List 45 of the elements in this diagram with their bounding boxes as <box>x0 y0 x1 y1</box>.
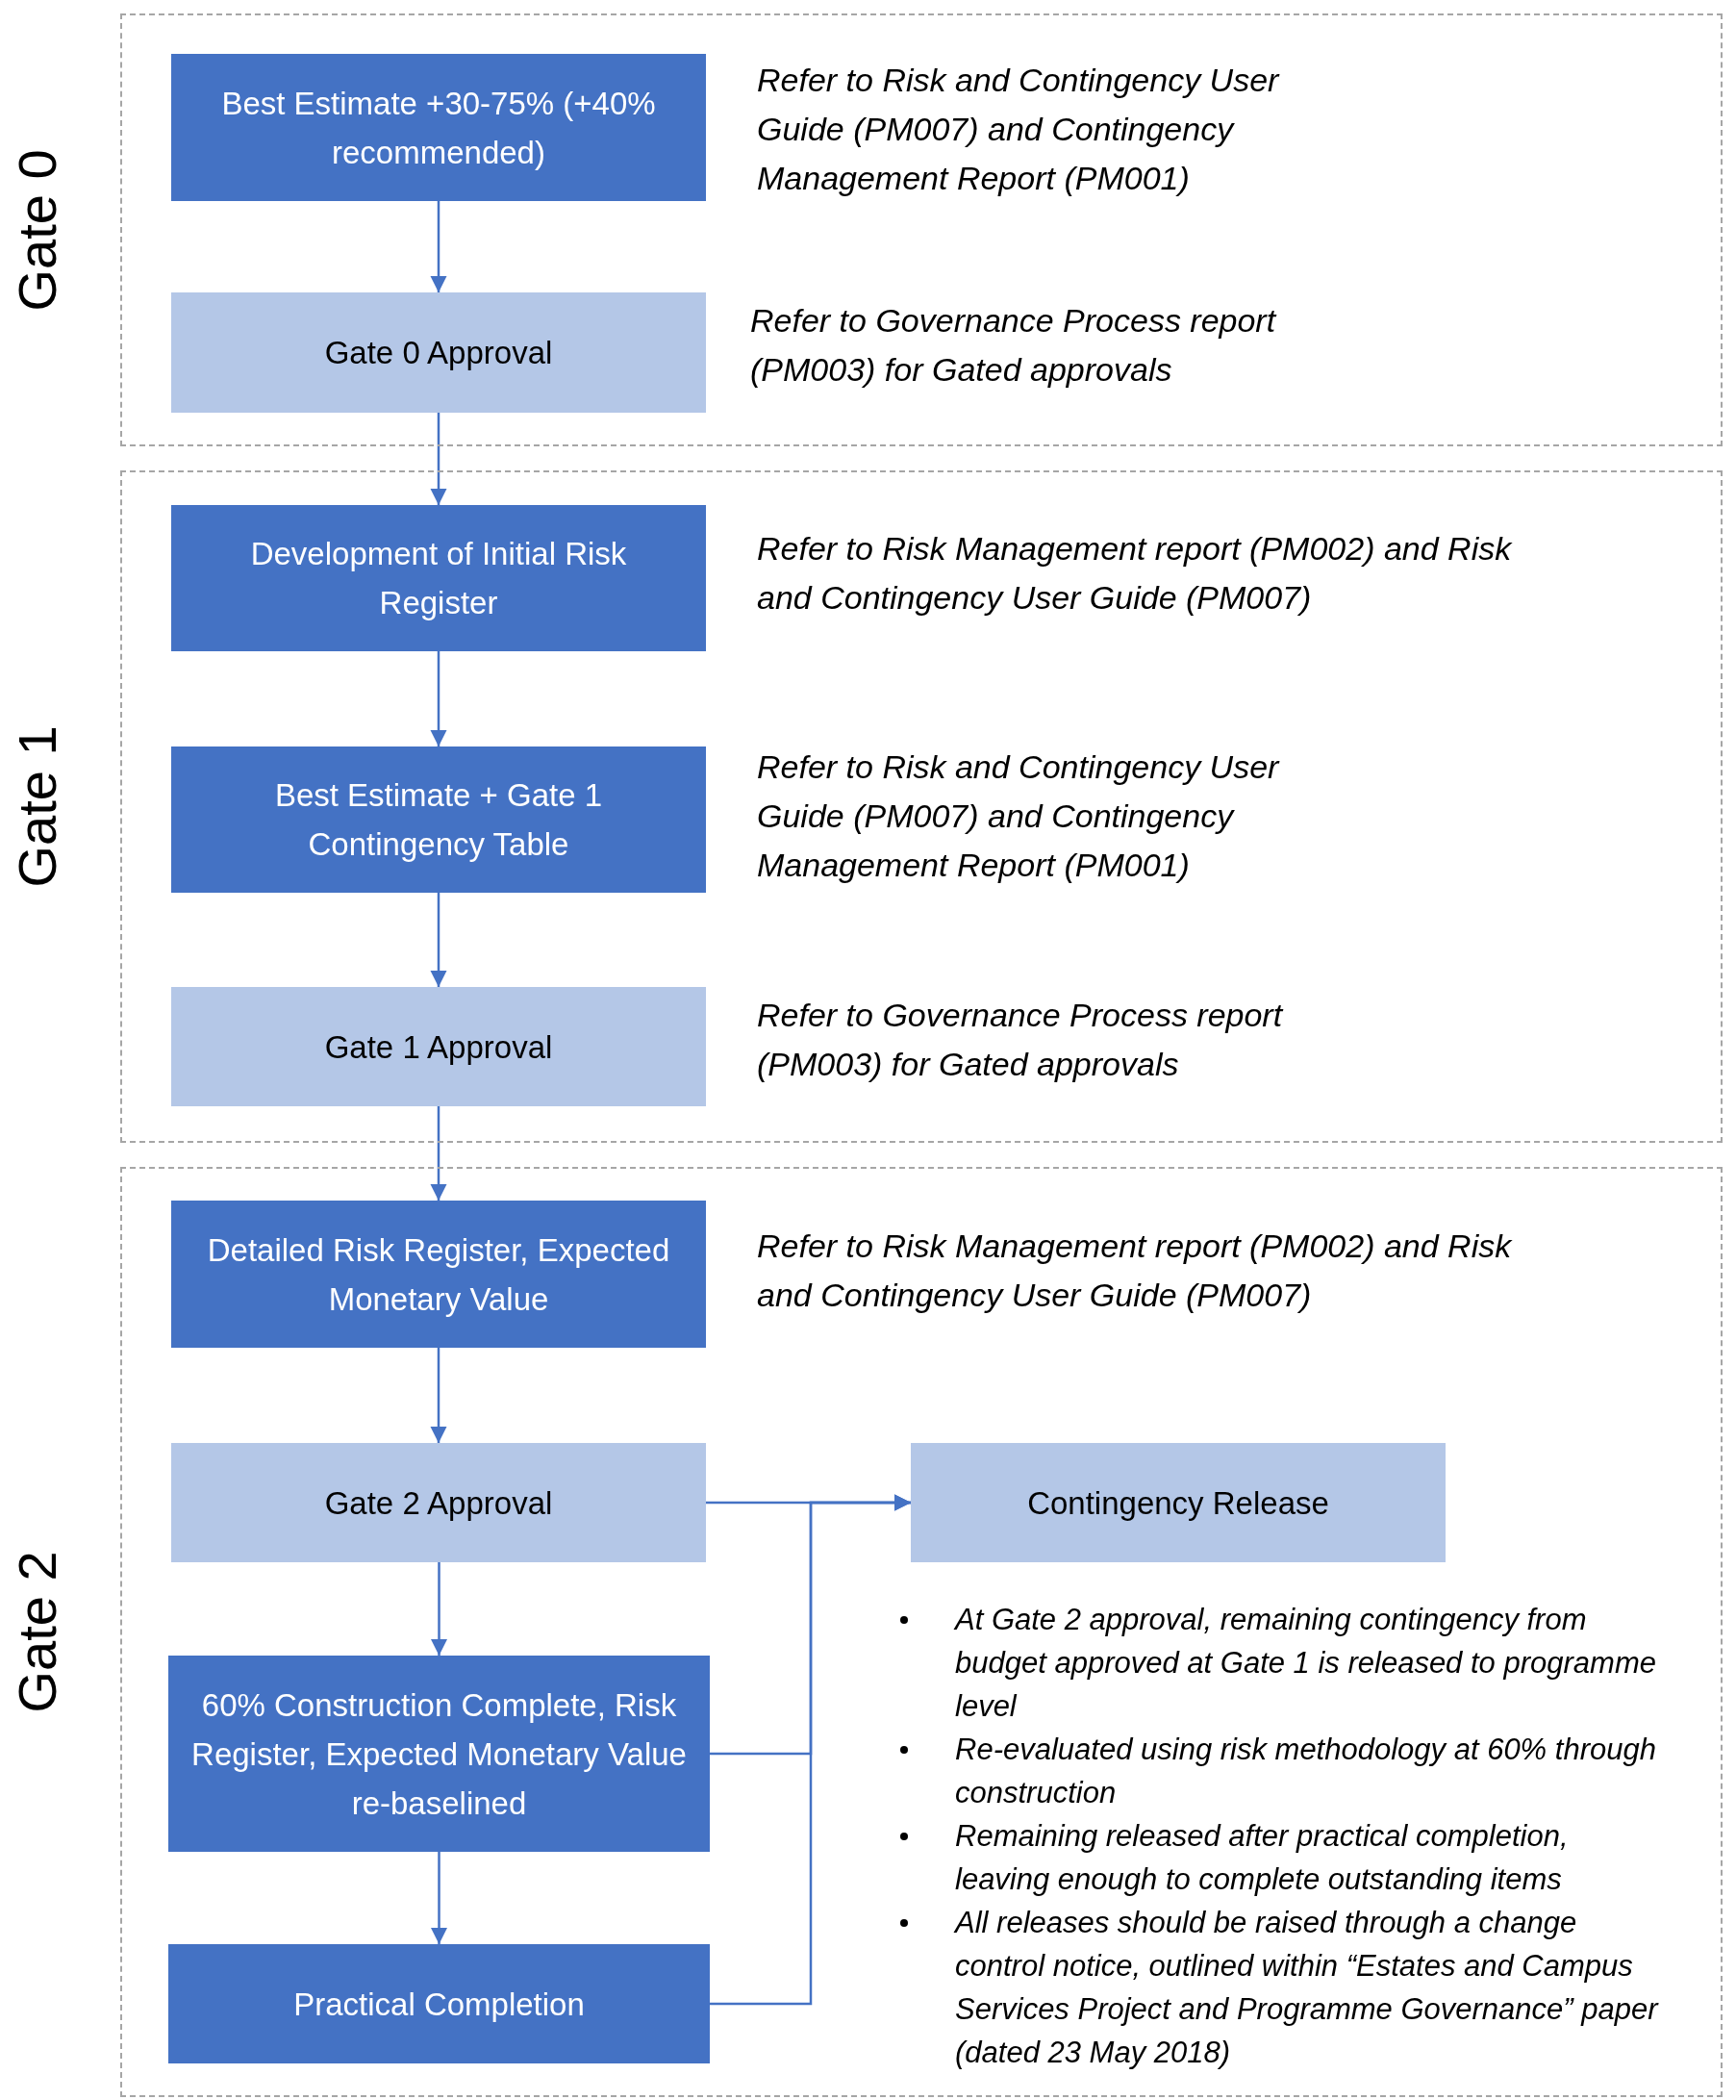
process-box <box>171 505 706 651</box>
note-text: Re-evaluated using risk methodology at 60% through construction <box>955 1732 1657 1811</box>
box-label: Gate 2 Approval <box>324 1483 553 1523</box>
gate-panel <box>120 13 1723 446</box>
reference-note: Refer to Governance Process report (PM003) for Gated approvals <box>750 301 1278 390</box>
process-box <box>171 746 706 893</box>
gate-panel <box>120 1167 1723 2097</box>
gate-panel <box>120 470 1723 1143</box>
reference-note: Refer to Risk and Contingency User Guide (PM007) and Contingency Management Report (PM001) <box>757 747 1281 885</box>
process-box <box>168 1656 710 1852</box>
approval-box <box>911 1443 1446 1562</box>
box-label: Best Estimate + Gate 1 Contingency Table <box>273 776 604 864</box>
note-text: All releases should be raised through a change control notice, outlined within “Estates and Campus Services Project and Programme Governance” paper (dated 23 May 2018) <box>955 1905 1660 2071</box>
gate-label: Gate 1 <box>5 725 68 888</box>
arrow <box>430 413 447 505</box>
box-label: Gate 0 Approval <box>324 334 553 372</box>
box-label: 60% Construction Complete, Risk Register, Expected Monetary Value re-baselined <box>190 1685 688 1823</box>
reference-note: Refer to Risk Management report (PM002) and Risk and Contingency User Guide (PM007) <box>757 1227 1514 1315</box>
reference-note: Refer to Governance Process report (PM003) for Gated approvals <box>757 996 1285 1084</box>
arrow <box>430 893 447 987</box>
box-label: Gate 1 Approval <box>324 1027 553 1067</box>
approval-box <box>171 987 706 1106</box>
arrow <box>430 1106 447 1201</box>
process-box <box>171 1201 706 1348</box>
approval-box <box>171 292 706 413</box>
box-label: Contingency Release <box>1027 1483 1329 1523</box>
approval-box <box>171 1443 706 1562</box>
process-box <box>171 54 706 201</box>
box-label: Detailed Risk Register, Expected Monetary Value <box>206 1230 671 1319</box>
arrow <box>430 201 447 292</box>
gate-label: Gate 2 <box>5 1551 68 1713</box>
box-label: Development of Initial Risk Register <box>249 535 628 622</box>
note-text: Remaining released after practical completion, leaving enough to complete outstanding items <box>955 1818 1570 1898</box>
reference-note: Refer to Risk Management report (PM002) and Risk and Contingency User Guide (PM007) <box>757 529 1514 618</box>
arrow <box>430 1562 448 1656</box>
arrow <box>430 651 447 746</box>
box-label: Best Estimate +30-75% (+40% recommended) <box>220 84 657 172</box>
note-text: At Gate 2 approval, remaining contingency from budget approved at Gate 1 is released to programme level <box>955 1602 1657 1725</box>
arrow <box>430 1348 447 1443</box>
arrow <box>710 1494 911 2006</box>
arrow <box>430 1852 448 1944</box>
gate-label: Gate 0 <box>5 148 68 312</box>
process-box <box>168 1944 710 2063</box>
reference-note: Refer to Risk and Contingency User Guide (PM007) and Contingency Management Report (PM001) <box>757 61 1281 198</box>
box-label: Practical Completion <box>293 1985 585 2024</box>
